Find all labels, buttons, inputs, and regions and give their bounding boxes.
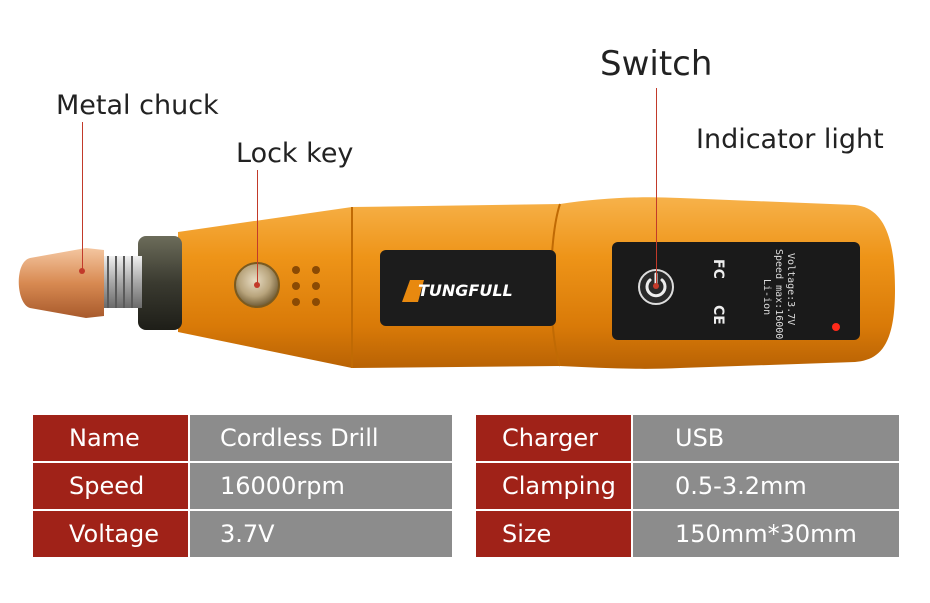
callout-line-lock-key: [257, 170, 258, 286]
spec-row: Voltage 3.7V: [33, 511, 452, 557]
spec-value: Cordless Drill: [190, 415, 452, 461]
label-metal-chuck: Metal chuck: [56, 90, 219, 121]
fc-mark: FC: [710, 259, 726, 279]
spec-table-left: Name Cordless Drill Speed 16000rpm Volta…: [31, 413, 454, 559]
vent-holes: [292, 266, 320, 306]
brand-logo: TUNGFULL: [418, 281, 513, 300]
spec-key: Name: [33, 415, 188, 461]
logo-plate: [380, 250, 556, 326]
speed-text: Speed max:16000: [773, 249, 784, 339]
spec-key: Charger: [476, 415, 631, 461]
spec-row: Speed 16000rpm: [33, 463, 452, 509]
spec-row: Charger USB: [476, 415, 899, 461]
logo-icon: [402, 280, 424, 302]
spec-value: 0.5-3.2mm: [633, 463, 899, 509]
spec-row: Clamping 0.5-3.2mm: [476, 463, 899, 509]
spec-value: 16000rpm: [190, 463, 452, 509]
spec-table-right: Charger USB Clamping 0.5-3.2mm Size 150m…: [474, 413, 901, 559]
callout-dot-metal-chuck: [79, 268, 85, 274]
ce-mark: CE: [710, 305, 726, 325]
spec-value: USB: [633, 415, 899, 461]
spec-row: Name Cordless Drill: [33, 415, 452, 461]
control-panel: [612, 242, 860, 340]
callout-line-switch: [656, 88, 657, 286]
spec-key: Speed: [33, 463, 188, 509]
spec-value: 3.7V: [190, 511, 452, 557]
label-indicator-light: Indicator light: [696, 124, 884, 155]
callout-dot-lock-key: [254, 282, 260, 288]
spec-key: Clamping: [476, 463, 631, 509]
spec-key: Size: [476, 511, 631, 557]
spec-value: 150mm*30mm: [633, 511, 899, 557]
callout-dot-switch: [653, 283, 659, 289]
spring: [100, 256, 142, 308]
spec-key: Voltage: [33, 511, 188, 557]
product-image: TUNGFULL FC CE Voltage:3.7V Speed max:16…: [18, 197, 895, 369]
collar: [138, 236, 182, 330]
spec-row: Size 150mm*30mm: [476, 511, 899, 557]
metal-chuck: [18, 248, 105, 318]
label-lock-key: Lock key: [236, 138, 354, 169]
voltage-text: Voltage:3.7V: [785, 253, 796, 325]
label-switch: Switch: [600, 44, 713, 84]
callout-line-metal-chuck: [82, 122, 83, 272]
battery-text: Li-ion: [761, 279, 772, 315]
indicator-light-icon: [832, 323, 840, 331]
